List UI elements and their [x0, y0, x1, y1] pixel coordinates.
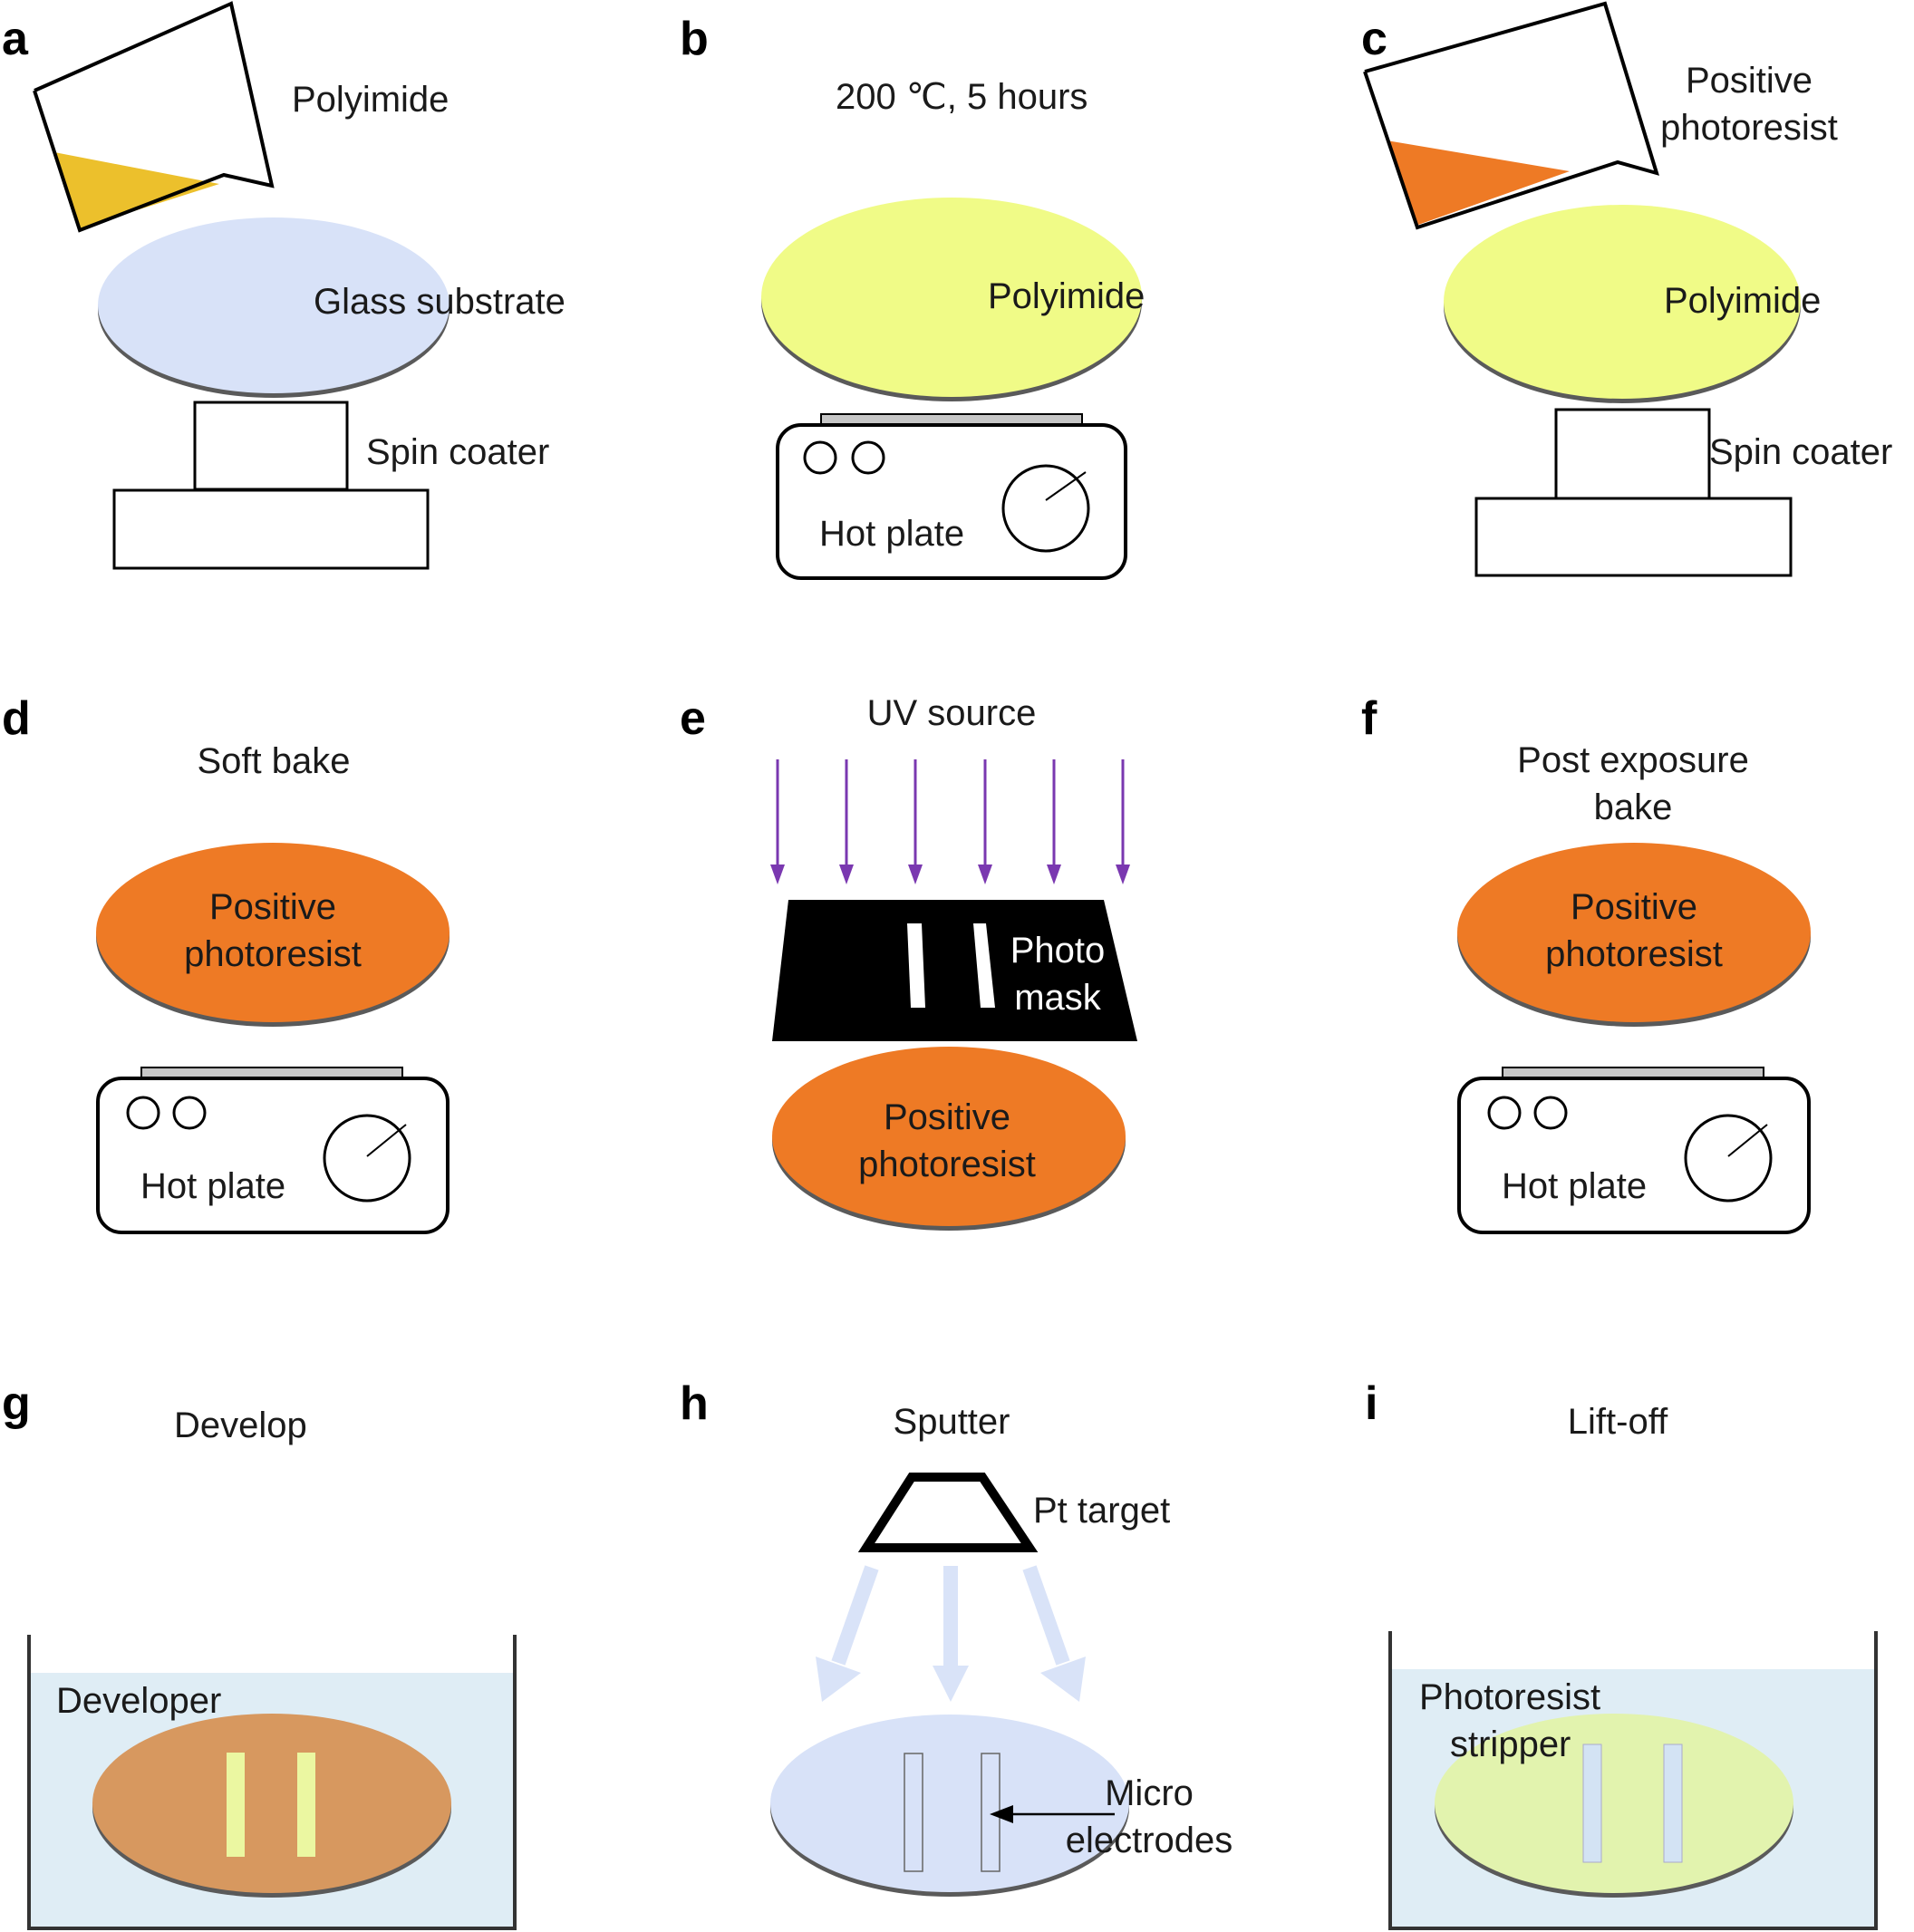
pointer-label-line1: Micro	[1105, 1773, 1194, 1813]
wafer-label: Polyimide	[988, 276, 1145, 316]
panel-letter-g: g	[2, 1377, 31, 1430]
panel-c: c Positive photoresist Polyimide Spin co…	[1361, 1, 1892, 577]
wafer-label-line1: Positive	[209, 887, 336, 927]
bath-label: Developer	[56, 1681, 221, 1721]
panel-a: a Polyimide Glass substrate Spin coater	[2, 1, 566, 570]
bath-label-line2: stripper	[1450, 1724, 1571, 1764]
wafer-label-line1: Positive	[1571, 887, 1697, 927]
photoresist-wafer	[96, 843, 450, 1022]
liquid-label-line1: Positive	[1686, 61, 1812, 101]
micro-electrode	[1582, 1744, 1602, 1863]
pointer-label-line2: electrodes	[1066, 1821, 1233, 1860]
polyimide-wafer	[1444, 205, 1801, 399]
hot-plate-icon	[776, 413, 1127, 580]
wafer-label-line2: photoresist	[184, 934, 362, 974]
beaker-icon	[1363, 1, 1659, 230]
wafer-label: Polyimide	[1664, 281, 1821, 321]
bath-container	[1388, 1631, 1878, 1930]
step-label: Lift-off	[1568, 1402, 1668, 1442]
device-label: Hot plate	[1502, 1166, 1647, 1206]
panel-g: g Develop Developer	[2, 1377, 517, 1930]
substrate-label: Glass substrate	[314, 282, 566, 322]
photoresist-wafer	[772, 1047, 1126, 1226]
spin-coater	[112, 401, 430, 570]
device-label: Spin coater	[366, 432, 549, 472]
liquid-label: Polyimide	[292, 80, 449, 120]
hot-plate-icon	[1457, 1067, 1811, 1234]
liftoff-wafer	[1435, 1714, 1793, 1893]
source-label: UV source	[867, 693, 1037, 733]
photoresist-liquid	[1387, 140, 1570, 225]
panel-letter-d: d	[2, 692, 31, 745]
exposed-stripe	[227, 1753, 245, 1857]
bath-label-line1: Photoresist	[1419, 1677, 1600, 1717]
panel-letter-b: b	[680, 13, 709, 65]
liquid-label-line2: photoresist	[1660, 108, 1838, 148]
device-label: Spin coater	[1709, 432, 1892, 472]
bath-container	[27, 1635, 517, 1930]
panel-f: f Post exposure bake Positive photoresis…	[1361, 692, 1811, 1234]
panel-letter-h: h	[680, 1377, 709, 1430]
panel-letter-c: c	[1361, 13, 1387, 65]
wafer-label-line2: photoresist	[858, 1145, 1036, 1184]
exposed-stripe	[297, 1753, 315, 1857]
panel-b: b 200 ℃, 5 hours Polyimide Hot plate	[680, 13, 1145, 580]
mask-label-line1: Photo	[1010, 931, 1106, 971]
panel-i: i Lift-off Photoresist stripper	[1365, 1377, 1878, 1930]
mask-label-line2: mask	[1014, 978, 1102, 1018]
panel-d: d Soft bake Positive photoresist Hot pla…	[2, 692, 450, 1234]
glass-substrate	[98, 217, 450, 393]
device-label: Hot plate	[140, 1166, 285, 1206]
uv-arrows	[770, 759, 1130, 884]
micro-electrode	[904, 1753, 923, 1872]
step-label: Sputter	[894, 1402, 1010, 1442]
step-label-line1: Post exposure	[1517, 740, 1749, 780]
micro-electrode	[1663, 1744, 1683, 1863]
panel-e: e UV source Photo mask Positive photores…	[680, 692, 1137, 1231]
panel-letter-i: i	[1365, 1377, 1378, 1430]
developed-wafer	[92, 1714, 451, 1893]
pt-target-icon	[857, 1473, 1039, 1552]
panel-letter-e: e	[680, 692, 706, 745]
step-label-line2: bake	[1594, 787, 1673, 827]
target-label: Pt target	[1033, 1491, 1170, 1531]
glass-wafer	[770, 1715, 1129, 1892]
wafer-label-line2: photoresist	[1545, 934, 1723, 974]
panel-h: h Sputter Pt target Micro electrodes	[680, 1377, 1232, 1897]
sputter-arrows	[816, 1565, 1086, 1702]
spin-coater	[1474, 408, 1793, 577]
photo-mask	[772, 900, 1137, 1041]
hot-plate-icon	[96, 1067, 450, 1234]
polyimide-wafer	[761, 198, 1142, 397]
wafer-label-line1: Positive	[884, 1097, 1010, 1137]
panel-letter-a: a	[2, 13, 29, 65]
step-label: Develop	[174, 1406, 307, 1445]
condition-label: 200 ℃, 5 hours	[836, 77, 1088, 117]
device-label: Hot plate	[819, 514, 964, 554]
step-label: Soft bake	[197, 741, 350, 781]
beaker-icon	[33, 1, 275, 233]
panel-letter-f: f	[1361, 692, 1378, 745]
pointer-arrow-head	[990, 1805, 1013, 1823]
polyimide-liquid	[54, 152, 219, 228]
photoresist-wafer	[1457, 843, 1811, 1022]
